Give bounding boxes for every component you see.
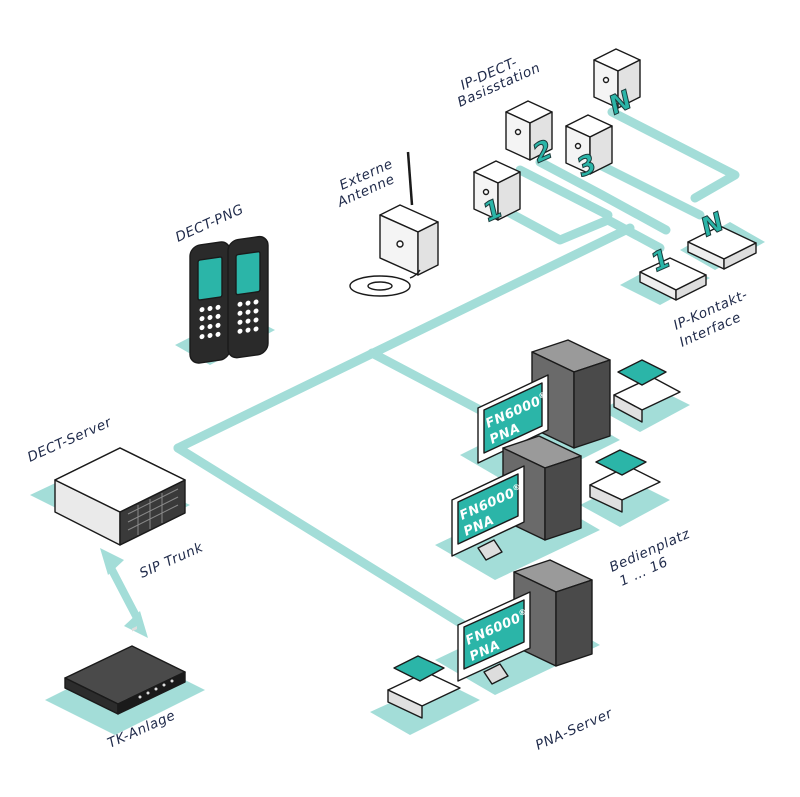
registered-mark: ® [537, 390, 548, 402]
backbone-line [173, 223, 635, 453]
dect-server-device [54, 447, 186, 546]
tk-anlage-device [64, 626, 186, 715]
base-net-2 [535, 157, 671, 235]
dect-phones [189, 235, 269, 364]
external-antenna-device [349, 151, 439, 297]
network-lines [173, 107, 740, 629]
base-stations [473, 48, 641, 221]
pad-pna-phone [370, 680, 480, 735]
label-pna-server: PNA-Server [533, 705, 616, 754]
handset-2 [227, 235, 269, 359]
kontakt-n [687, 225, 757, 270]
base-net-3 [585, 155, 705, 220]
label-dect-png: DECT-PNG [173, 201, 246, 245]
pna-server-workstation [387, 559, 593, 719]
base-net-4 [607, 107, 740, 203]
base-station-2 [505, 100, 553, 161]
base-station-1 [473, 160, 521, 221]
handset-1 [189, 241, 231, 364]
base-net-1 [503, 207, 665, 253]
registered-mark: ® [517, 607, 528, 619]
base-station-3 [565, 114, 613, 175]
kontakt-1 [639, 257, 707, 301]
branch-pna-server [173, 443, 467, 629]
registered-mark: ® [511, 482, 522, 494]
base-net-5 [515, 165, 613, 220]
branch-bedienplatz [367, 348, 485, 415]
pad-bedien-phone-2 [580, 480, 670, 527]
kontakt-interfaces [639, 225, 757, 301]
sip-trunk-arrow [100, 548, 148, 638]
label-sip-trunk: SIP Trunk [137, 539, 206, 582]
workstation-2 [451, 435, 661, 561]
base-station-n [593, 48, 641, 109]
